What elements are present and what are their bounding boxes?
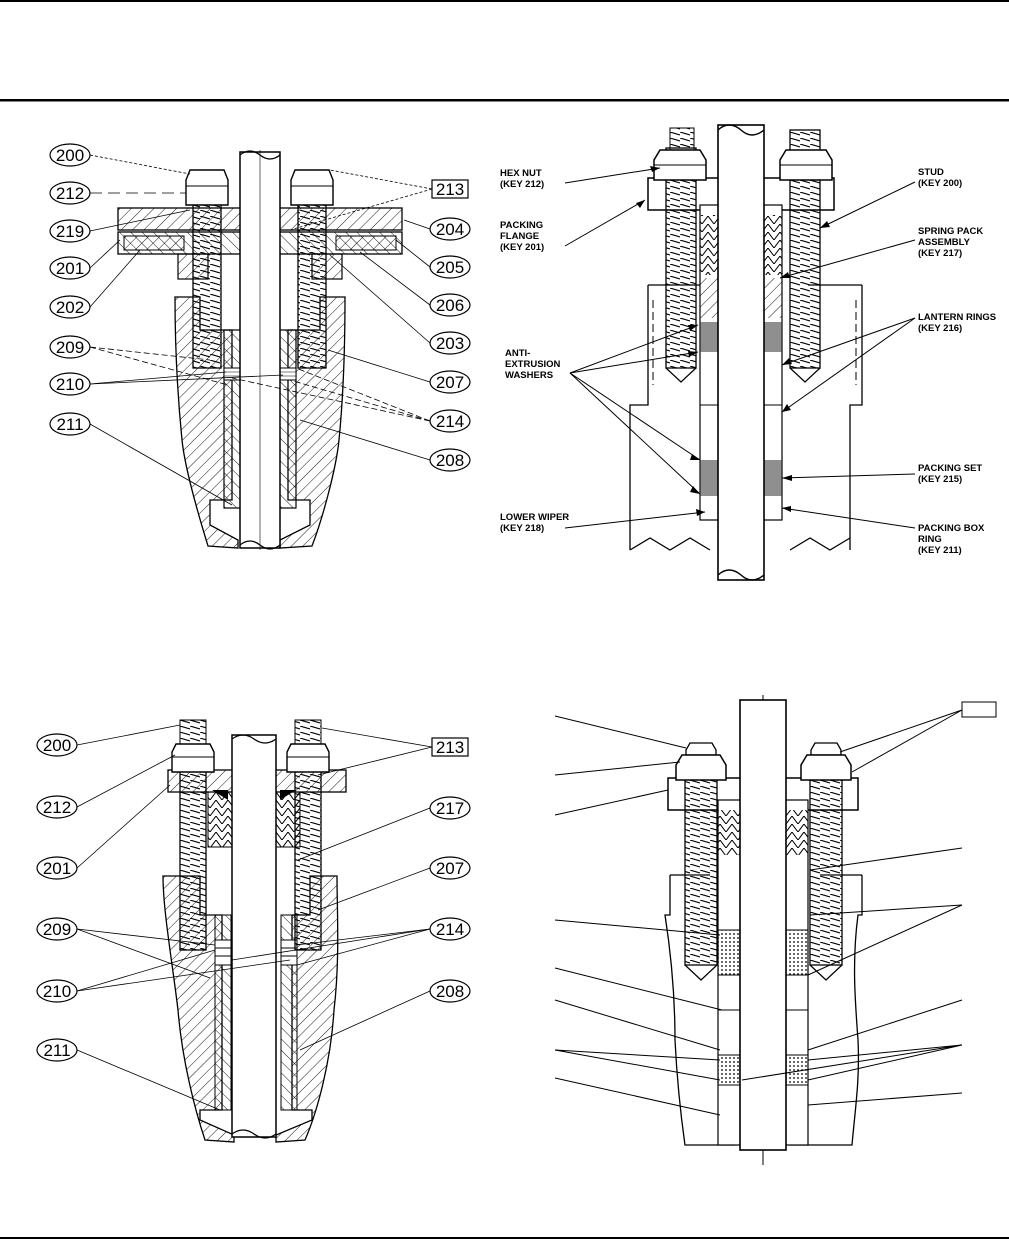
- label-stud: STUD (KEY 200): [819, 167, 962, 229]
- callout-209: 209: [56, 338, 84, 357]
- svg-text:(KEY 216): (KEY 216): [918, 323, 962, 334]
- callout-214-b: 214: [436, 920, 464, 939]
- nut-left-4b: [675, 754, 727, 781]
- leaders-right-4: [741, 701, 997, 1106]
- callout-211: 211: [56, 415, 83, 434]
- callout-210-b: 210: [43, 982, 71, 1001]
- callout-211-b: 211: [43, 1041, 70, 1060]
- callouts-left: 200 212 219 201 202 209 210 211: [49, 143, 284, 506]
- callout-207: 207: [436, 373, 464, 392]
- callout-208-b: 208: [436, 982, 464, 1001]
- label-lower-wiper: LOWER WIPER (KEY 218): [500, 509, 706, 534]
- callout-202: 202: [56, 298, 84, 317]
- svg-text:(KEY 200): (KEY 200): [918, 178, 962, 189]
- callout-208: 208: [436, 451, 464, 470]
- callout-201: 201: [56, 259, 84, 278]
- callout-212: 212: [56, 184, 84, 203]
- svg-text:(KEY 212): (KEY 212): [500, 179, 544, 190]
- svg-text:(KEY 218): (KEY 218): [500, 523, 544, 534]
- callout-207-b: 207: [436, 859, 464, 878]
- svg-text:ASSEMBLY: ASSEMBLY: [918, 237, 971, 248]
- svg-text:(KEY 201): (KEY 201): [500, 242, 544, 253]
- stud-left-3: [179, 754, 207, 951]
- header-rule: [0, 99, 1009, 102]
- nut-left: [185, 169, 229, 206]
- svg-text:SPRING PACK: SPRING PACK: [918, 226, 983, 237]
- callout-219: 219: [56, 222, 84, 241]
- callout-203: 203: [436, 334, 464, 353]
- stud-right-4: [809, 774, 843, 966]
- svg-text:FLANGE: FLANGE: [500, 231, 539, 242]
- callout-210: 210: [56, 375, 84, 394]
- bonnet-body: [174, 296, 239, 549]
- nut-right: [290, 169, 334, 206]
- svg-text:WASHERS: WASHERS: [505, 370, 553, 381]
- callout-204: 204: [436, 220, 464, 239]
- stud-left: [192, 194, 222, 369]
- bonnet-outline: [629, 285, 863, 550]
- label-hex-nut: HEX NUT (KEY 212): [500, 166, 661, 190]
- footer-rule: [0, 1237, 1009, 1239]
- stud-right: [297, 194, 327, 369]
- callout-205: 205: [436, 258, 464, 277]
- callout-201-b: 201: [43, 859, 71, 878]
- fig-bottom-right: [554, 695, 997, 1165]
- svg-text:EXTRUSION: EXTRUSION: [505, 359, 561, 370]
- bonnet-outline-4: [664, 875, 863, 1146]
- callout-214: 214: [436, 412, 464, 431]
- label-lantern-rings: LANTERN RINGS (KEY 216): [781, 312, 996, 413]
- header-top-rule: [0, 0, 1009, 2]
- nut-left-4: [685, 742, 717, 756]
- callout-217: 217: [436, 799, 464, 818]
- svg-text:PACKING: PACKING: [500, 220, 543, 231]
- leaders-left-4: [554, 715, 723, 1116]
- callouts-left-3: 200 212 201 209 210 211: [36, 724, 291, 1111]
- label-anti-extrusion-washers: ANTI- EXTRUSION WASHERS: [505, 324, 701, 495]
- stud-left-4: [684, 774, 718, 966]
- valve-stem-2: [717, 124, 765, 581]
- svg-text:STUD: STUD: [918, 167, 944, 178]
- svg-text:(KEY 215): (KEY 215): [918, 474, 962, 485]
- fig-top-right: HEX NUT (KEY 212) PACKING FLANGE (KEY 20…: [500, 124, 996, 581]
- svg-text:LANTERN RINGS: LANTERN RINGS: [918, 312, 996, 323]
- callout-200: 200: [56, 146, 84, 165]
- svg-text:ANTI-: ANTI-: [505, 348, 530, 359]
- fig-top-left: 200 212 219 201 202 209 210 211 213 204 …: [49, 143, 471, 550]
- nut-right-4b: [800, 754, 852, 781]
- callouts-right-3: 213 217 207 214 208: [231, 727, 471, 1051]
- callout-213: 213: [436, 180, 464, 199]
- svg-text:(KEY 217): (KEY 217): [918, 248, 962, 259]
- label-packing-set: PACKING SET (KEY 215): [781, 463, 982, 485]
- fig-bottom-left: 200 212 201 209 210 211 213 217 207 214 …: [36, 719, 471, 1143]
- callout-213-b: 213: [436, 738, 464, 757]
- svg-text:PACKING BOX: PACKING BOX: [918, 523, 985, 534]
- nut-left-3: [171, 743, 215, 773]
- svg-text:PACKING SET: PACKING SET: [918, 463, 982, 474]
- svg-text:RING: RING: [918, 534, 942, 545]
- callout-206: 206: [436, 296, 464, 315]
- svg-text:HEX NUT: HEX NUT: [500, 168, 542, 179]
- bonnet-body-3-right: [275, 875, 339, 1143]
- svg-text:(KEY 211): (KEY 211): [918, 545, 962, 556]
- callout-212-b: 212: [43, 798, 71, 817]
- callout-209-b: 209: [43, 920, 71, 939]
- callouts-right: 213 204 205 206 203 207 214 208: [231, 169, 471, 472]
- nut-right-4: [810, 742, 842, 756]
- valve-stem-4: [739, 699, 787, 1151]
- svg-text:LOWER WIPER: LOWER WIPER: [500, 512, 569, 523]
- callout-200-b: 200: [43, 736, 71, 755]
- nut-right-3: [286, 743, 330, 773]
- label-packing-flange: PACKING FLANGE (KEY 201): [500, 199, 646, 253]
- valve-stem-3: [231, 734, 277, 1138]
- label-spring-pack: SPRING PACK ASSEMBLY (KEY 217): [779, 226, 983, 279]
- label-packing-box-ring: PACKING BOX RING (KEY 211): [781, 506, 985, 556]
